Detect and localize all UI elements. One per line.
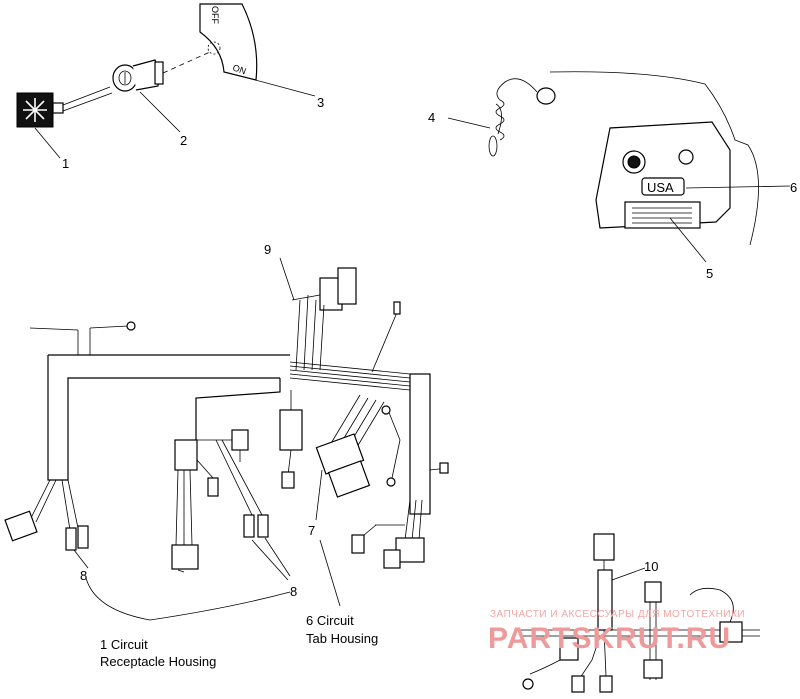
leader-lines: [34, 77, 791, 621]
callout-8-left: 8: [80, 568, 87, 583]
watermark-logo: PARTSKRUT.RU: [488, 622, 731, 655]
callout-9: 9: [264, 242, 271, 257]
sub-harness-10: [520, 533, 760, 693]
usa-decal: USA: [647, 180, 674, 195]
callout-6: 6: [790, 180, 797, 195]
callout-2: 2: [180, 133, 187, 148]
switch-plate: OFF ON: [199, 3, 258, 81]
receptacle-housing-left: [4, 479, 89, 551]
caption-receptacle-line2: Receptacle Housing: [100, 654, 216, 669]
receptacle-housing-center: [171, 429, 269, 570]
watermark-tagline: ЗАПЧАСТИ И АКСЕССУАРЫ ДЛЯ МОТОТЕХНИКИ: [490, 609, 745, 620]
caption-receptacle-line1: 1 Circuit: [100, 637, 148, 652]
callout-7: 7: [308, 523, 315, 538]
dash-panel: USA: [549, 71, 759, 246]
switch-on-label: ON: [231, 62, 247, 76]
ignition-switch: [112, 51, 211, 92]
callout-10: 10: [644, 559, 658, 574]
callout-8-right: 8: [290, 584, 297, 599]
main-harness: [29, 301, 449, 569]
ignition-key: [16, 86, 113, 128]
connector-9: [291, 267, 357, 371]
callout-4: 4: [428, 110, 435, 125]
switch-off-label: OFF: [210, 6, 220, 24]
caption-tab-line1: 6 Circuit: [306, 613, 354, 628]
callout-3: 3: [317, 95, 324, 110]
callout-5: 5: [706, 266, 713, 281]
tab-housing-7: [315, 394, 401, 498]
callout-1: 1: [62, 156, 69, 171]
tether-cord: [488, 78, 556, 157]
caption-tab-line2: Tab Housing: [306, 631, 378, 646]
